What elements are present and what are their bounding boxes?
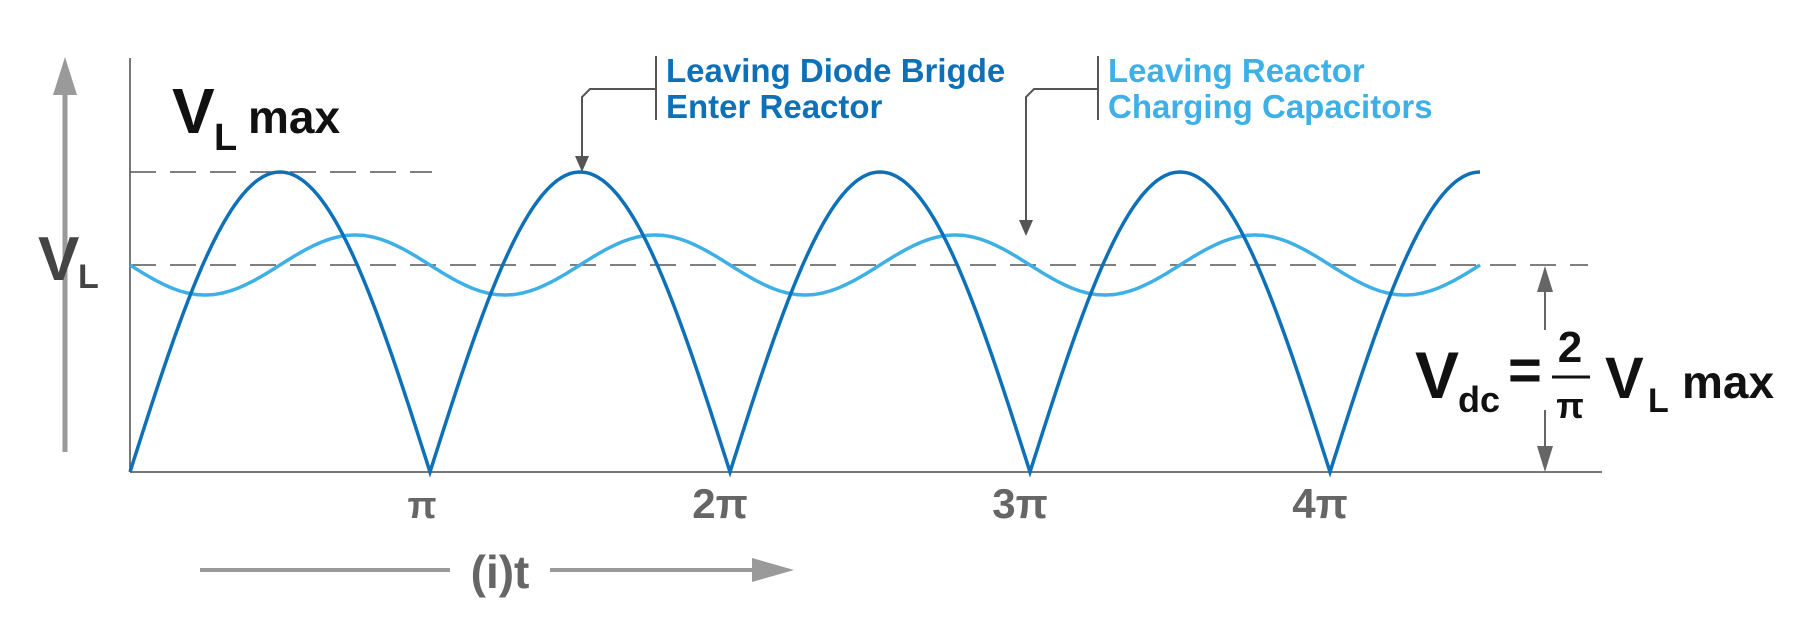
formula-numerator: 2 bbox=[1558, 323, 1582, 372]
tick-pi: π bbox=[407, 485, 436, 527]
tick-2pi: 2π bbox=[692, 480, 748, 527]
vdc-formula: V dc = 2 π V L max bbox=[1415, 323, 1774, 426]
x-axis-label: (i)t bbox=[200, 546, 794, 598]
y-axis-main: V bbox=[38, 225, 79, 294]
formula-rhs-word: max bbox=[1682, 356, 1774, 408]
callout-2-line2: Charging Capacitors bbox=[1108, 88, 1433, 125]
formula-lhs-sub: dc bbox=[1458, 379, 1500, 420]
vl-max-word: max bbox=[248, 91, 340, 143]
x-axis-text: (i)t bbox=[471, 546, 530, 598]
y-axis-arrow bbox=[53, 57, 77, 452]
tick-4pi: 4π bbox=[1292, 480, 1348, 527]
callout-2-line1: Leaving Reactor bbox=[1108, 52, 1365, 89]
formula-rhs-main: V bbox=[1605, 346, 1644, 411]
formula-denominator: π bbox=[1556, 385, 1584, 426]
vdc-double-arrow bbox=[1537, 266, 1553, 472]
callout-reactor: Leaving Reactor Charging Capacitors bbox=[1019, 52, 1433, 236]
filtered-ripple-wave bbox=[129, 233, 1481, 297]
vl-max-main: V bbox=[172, 75, 215, 147]
callout-1-line1: Leaving Diode Brigde bbox=[666, 52, 1005, 89]
y-axis-sub: L bbox=[78, 258, 99, 296]
callout-diode-bridge: Leaving Diode Brigde Enter Reactor bbox=[575, 52, 1005, 172]
vl-max-sub: L bbox=[214, 117, 237, 159]
formula-rhs-sub: L bbox=[1648, 382, 1669, 420]
tick-3pi: 3π bbox=[992, 480, 1048, 527]
y-axis-label: V L bbox=[38, 225, 99, 296]
rectified-sine-wave bbox=[128, 170, 1481, 478]
callout-1-line2: Enter Reactor bbox=[666, 88, 883, 125]
formula-equals: = bbox=[1508, 338, 1542, 403]
formula-lhs-main: V bbox=[1415, 338, 1459, 412]
vl-max-label: V L max bbox=[172, 75, 340, 159]
